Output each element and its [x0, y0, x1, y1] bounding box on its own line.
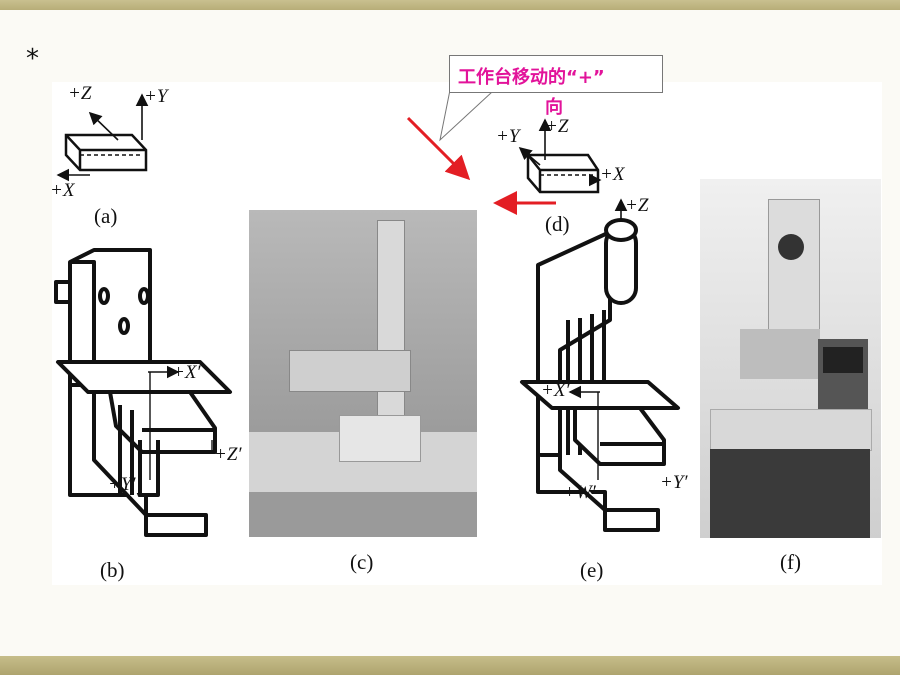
caption-e: (e): [580, 558, 604, 582]
caption-b: (b): [100, 558, 125, 582]
caption-c: (c): [350, 550, 374, 574]
axis-label-b-y: +Y′: [108, 474, 136, 495]
callout-box: [449, 55, 663, 93]
photo-vertical-cnc-milling-machine: [700, 179, 881, 538]
top-decorative-band: [0, 0, 900, 10]
axis-label-a-z: +Z: [68, 83, 92, 104]
caption-d: (d): [545, 212, 570, 236]
callout-text-line1: 工作台移动的“+”: [458, 67, 605, 88]
callout-pointer: [439, 89, 493, 142]
axis-label-e-y: +Y′: [660, 472, 688, 493]
axis-label-d-x: +X: [600, 164, 625, 185]
diagram-b: [54, 248, 232, 537]
caption-f: (f): [780, 550, 801, 574]
axis-label-b-x: +X′: [172, 362, 201, 383]
photo-horizontal-boring-machine: [249, 210, 477, 537]
axis-label-a-x: +X: [50, 180, 75, 201]
diagram-e: [520, 198, 680, 532]
callout-text-line2: 向: [545, 97, 563, 118]
axis-label-e-z: +Z: [625, 195, 649, 216]
axis-label-a-y: +Y: [144, 86, 168, 107]
diagram-a: [56, 93, 149, 182]
bottom-decorative-band: [0, 656, 900, 675]
axis-label-d-z: +Z: [545, 116, 569, 137]
caption-a: (a): [94, 204, 118, 228]
axis-label-d-y: +Y: [496, 126, 520, 147]
axis-label-e-x: +X′: [541, 380, 570, 401]
axis-label-e-w: +W′: [563, 482, 596, 503]
slide-bullet: *: [26, 44, 39, 74]
red-diagonal-arrow: [406, 116, 471, 181]
diagram-d: [518, 118, 602, 194]
axis-label-b-z: +Z′: [214, 444, 242, 465]
